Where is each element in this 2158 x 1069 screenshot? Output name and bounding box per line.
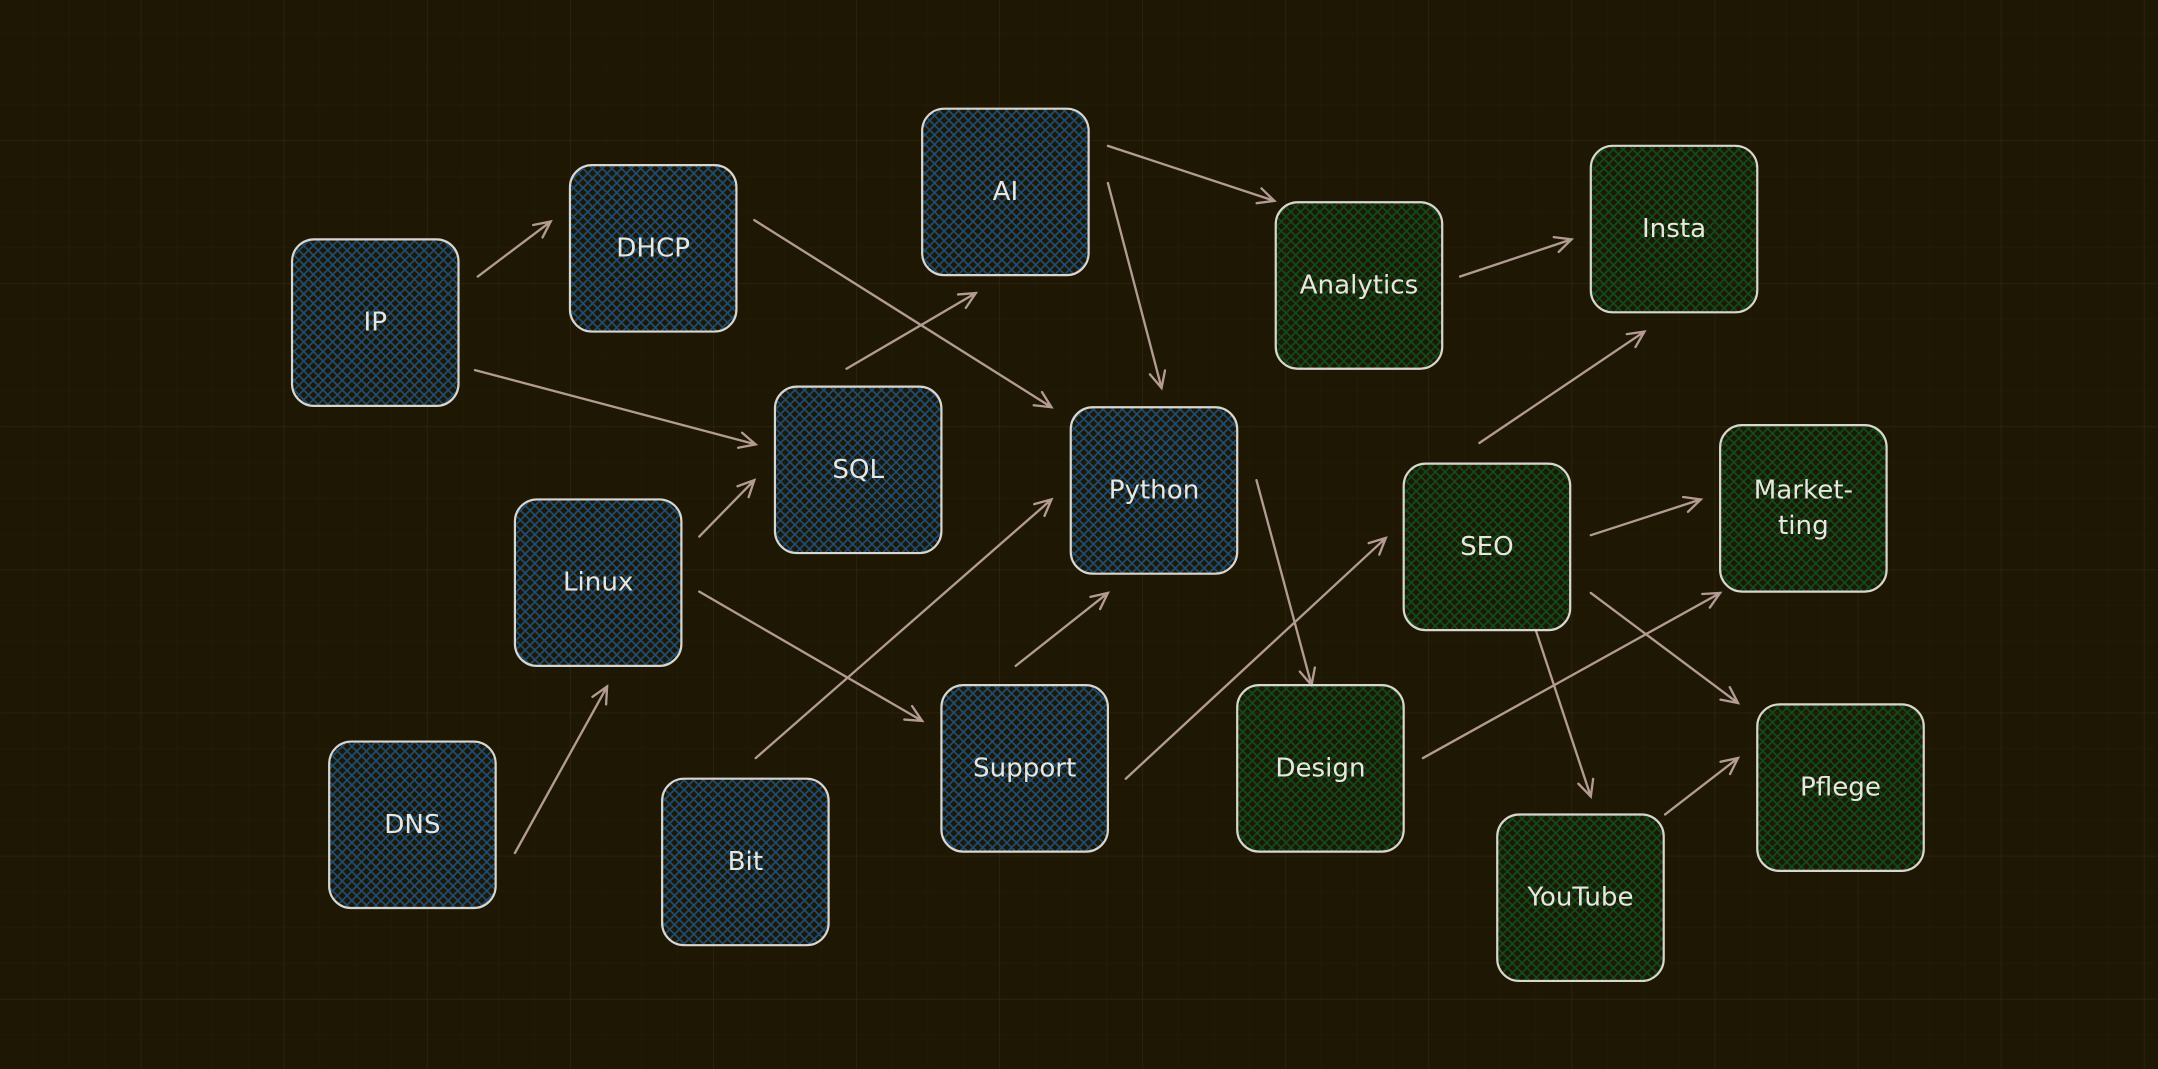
arrow-seo-to-youtube[interactable] — [1534, 628, 1595, 800]
node-label: Linux — [563, 567, 633, 597]
arrow-support-to-seo[interactable] — [1124, 536, 1388, 780]
arrow-line — [473, 368, 759, 449]
node-seo[interactable]: SEO — [1402, 462, 1572, 632]
arrow-youtube-to-pflege[interactable] — [1663, 756, 1741, 816]
arrow-seo-to-pflege[interactable] — [1589, 591, 1741, 705]
arrow-ai-to-python[interactable] — [1106, 181, 1167, 391]
node-label: Market-ting — [1754, 475, 1853, 541]
arrow-linux-to-sql[interactable] — [698, 478, 757, 538]
node-box — [940, 684, 1109, 853]
arrow-line — [476, 219, 553, 278]
arrow-line — [1124, 536, 1388, 780]
node-label: YouTube — [1526, 882, 1633, 912]
node-dhcp[interactable]: DHCP — [568, 163, 738, 333]
arrow-ai-to-analytics[interactable] — [1106, 144, 1277, 205]
arrow-support-to-python[interactable] — [1014, 591, 1111, 668]
arrow-dhcp-to-python[interactable] — [753, 218, 1054, 409]
node-label: IP — [364, 307, 387, 337]
arrow-line — [1421, 591, 1723, 760]
node-label: Insta — [1642, 214, 1706, 244]
arrow-line — [1589, 591, 1741, 705]
node-ai[interactable]: AI — [921, 107, 1090, 277]
arrow-line — [754, 497, 1054, 760]
node-box — [773, 385, 943, 555]
node-box — [921, 107, 1090, 277]
node-box — [1496, 813, 1665, 983]
node-box — [1756, 703, 1925, 872]
arrow-seo-to-insta[interactable] — [1478, 330, 1647, 445]
arrow-seo-to-marketing[interactable] — [1589, 495, 1704, 537]
node-box — [1402, 462, 1572, 632]
arrow-analytics-to-insta[interactable] — [1458, 235, 1575, 278]
node-marketing[interactable]: Market-ting — [1719, 424, 1888, 593]
node-box — [1236, 684, 1405, 853]
arrow-ip-to-sql[interactable] — [473, 368, 759, 449]
node-label: Analytics — [1300, 270, 1419, 300]
node-pflege[interactable]: Pflege — [1756, 703, 1925, 872]
arrow-line — [1106, 181, 1167, 391]
node-bit[interactable]: Bit — [661, 777, 830, 947]
node-label: AI — [993, 176, 1019, 206]
node-analytics[interactable]: Analytics — [1274, 201, 1444, 370]
node-linux[interactable]: Linux — [513, 498, 683, 667]
arrow-bit-to-python[interactable] — [754, 497, 1054, 760]
node-design[interactable]: Design — [1236, 684, 1405, 853]
node-label: DNS — [384, 809, 440, 839]
node-support[interactable]: Support — [940, 684, 1109, 853]
arrow-line — [1014, 591, 1111, 668]
arrow-line — [753, 218, 1054, 409]
arrow-design-to-marketing[interactable] — [1421, 591, 1723, 760]
arrow-line — [1589, 495, 1704, 537]
node-label: Design — [1275, 753, 1365, 783]
node-box — [661, 777, 830, 947]
node-label: Pflege — [1800, 772, 1881, 802]
node-box — [1069, 406, 1239, 575]
arrow-line — [1106, 144, 1277, 205]
arrow-ip-to-dhcp[interactable] — [476, 219, 553, 278]
node-label: SEO — [1460, 531, 1514, 561]
arrow-line — [1663, 756, 1741, 816]
node-python[interactable]: Python — [1069, 406, 1239, 575]
arrow-line — [513, 684, 609, 855]
node-youtube[interactable]: YouTube — [1496, 813, 1665, 983]
arrow-line — [1478, 330, 1647, 445]
node-insta[interactable]: Insta — [1589, 144, 1759, 314]
node-box — [513, 498, 683, 667]
node-box — [328, 740, 497, 910]
node-ip[interactable]: IP — [290, 238, 460, 407]
arrow-dns-to-linux[interactable] — [513, 684, 609, 855]
node-box — [1719, 424, 1888, 593]
node-box — [568, 163, 738, 333]
arrow-line — [698, 590, 925, 723]
node-label: SQL — [832, 454, 884, 484]
node-box — [1274, 201, 1444, 370]
arrow-sql-to-ai[interactable] — [845, 291, 979, 370]
node-sql[interactable]: SQL — [773, 385, 943, 555]
node-label: DHCP — [616, 233, 690, 263]
arrow-line — [1458, 235, 1575, 278]
arrow-line — [845, 291, 979, 370]
node-box — [290, 238, 460, 407]
arrow-line — [1534, 628, 1595, 800]
node-label: Bit — [728, 846, 763, 876]
node-dns[interactable]: DNS — [328, 740, 497, 910]
node-label: Support — [973, 753, 1076, 783]
arrow-line — [698, 478, 757, 538]
node-label: Python — [1109, 475, 1200, 505]
node-box — [1589, 144, 1759, 314]
arrow-linux-to-support[interactable] — [698, 590, 925, 723]
